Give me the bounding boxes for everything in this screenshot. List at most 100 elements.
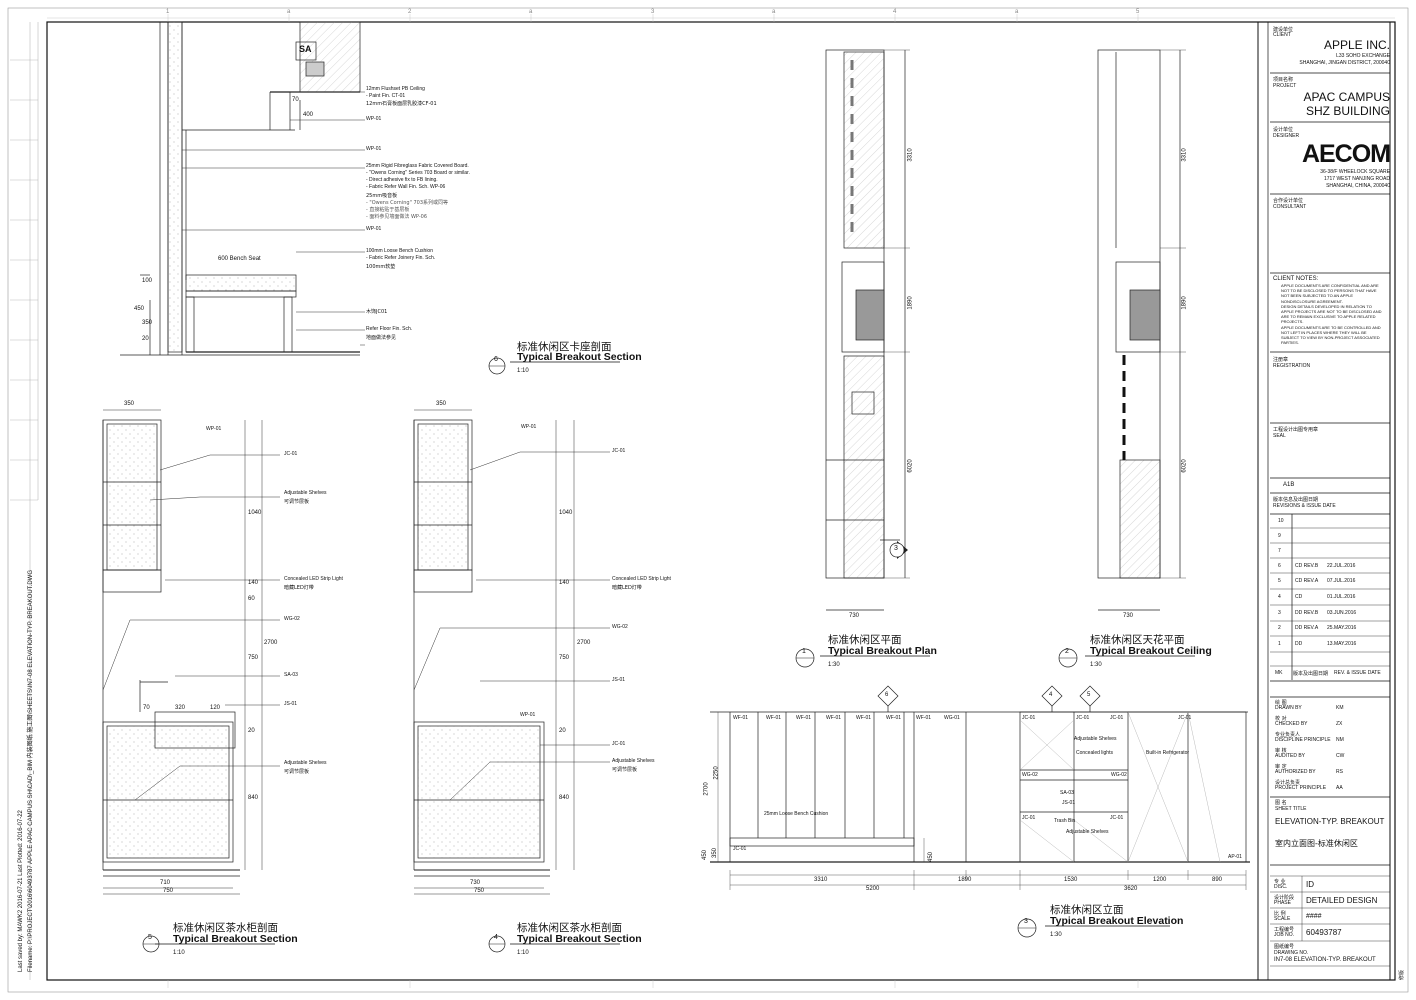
dim: 750: [163, 888, 174, 894]
dim: 6020: [1181, 459, 1188, 473]
client-label: CLIENT: [1273, 32, 1291, 38]
disc-label: DISC.: [1274, 884, 1288, 890]
dim: 710: [160, 880, 171, 886]
dim: 840: [559, 795, 570, 801]
label-fabric: - "Owens Corning" Series 703 Board or si…: [366, 170, 470, 176]
label-ceiling: 12mm Flushset PB Ceiling: [366, 86, 425, 92]
revision-no: 2: [1278, 625, 1281, 631]
dim: 450: [702, 849, 709, 861]
section-number: 1: [802, 648, 806, 655]
label-wp: WP-01: [366, 226, 382, 232]
label-jc: JC-01: [612, 448, 626, 454]
dim: 100: [142, 278, 153, 284]
person-initials: RS: [1336, 769, 1343, 775]
phase-value: DETAILED DESIGN: [1306, 896, 1378, 905]
dim: 140: [559, 580, 570, 586]
dim: 730: [849, 613, 860, 619]
elevation-tag: 3: [894, 545, 898, 552]
dim: 750: [474, 888, 485, 894]
consultant-label-cn: 合作设计单位: [1273, 198, 1304, 204]
section-title: Typical Breakout Section: [517, 351, 642, 363]
label-fabric: - Fabric Refer Wall Fin. Sch. WP-06: [366, 184, 446, 190]
label-fabric: - Direct adhesive fix to FB lining.: [366, 177, 438, 183]
revision-date: 07.JUL.2016: [1327, 578, 1356, 584]
person-role-cn: 设计总负责: [1275, 780, 1301, 786]
person-role: CHECKED BY: [1275, 721, 1308, 727]
designer-label-cn: 设计单位: [1273, 127, 1294, 133]
revision-no: 5: [1278, 578, 1281, 584]
section-title-cn: 标准休闲区卡座剖面: [517, 341, 612, 353]
wall-label: WF-01: [856, 715, 871, 721]
revision-date: 25.MAY.2016: [1327, 625, 1357, 631]
seal-label: SEAL: [1273, 433, 1286, 439]
label-led-cn: 暗藏LED灯带: [284, 585, 314, 591]
person-initials: NM: [1336, 737, 1344, 743]
label-wg: WG-02: [612, 624, 628, 630]
project-name: APAC CAMPUS: [1303, 90, 1390, 104]
label-jc: JC-01: [1178, 715, 1192, 721]
label-wp: WP-01: [206, 426, 222, 432]
dim: 1200: [1153, 877, 1167, 883]
label-fridge: Built-in Refrigerator: [1146, 750, 1190, 756]
disc-label-cn: 专 业: [1274, 879, 1286, 885]
label-wg: WG-02: [1111, 772, 1127, 778]
designer-label: DESIGNER: [1273, 133, 1300, 139]
dim: 1040: [248, 510, 262, 516]
section-title-cn: 标准休闲区茶水柜剖面: [517, 922, 622, 934]
label-shelves: Adjustable Shelves: [1074, 736, 1117, 742]
job-label-cn: 工程编号: [1274, 927, 1295, 933]
phase-label-cn: 设计阶段: [1274, 895, 1295, 901]
dim: 1040: [559, 510, 573, 516]
dim: 2250: [713, 766, 720, 780]
dim: 1530: [1064, 877, 1078, 883]
dim: 5200: [866, 886, 880, 892]
revision-date: 03.JUN.2016: [1327, 610, 1357, 616]
label-cushion: - Fabric Refer Joinery Fin. Sch.: [366, 255, 436, 261]
label-bench: 600 Bench Seat: [218, 256, 261, 262]
disc-value: ID: [1306, 880, 1314, 889]
grid-letter: a: [772, 9, 776, 15]
section-number: 3: [1024, 918, 1028, 925]
dim: 350: [142, 320, 153, 326]
project-name: SHZ BUILDING: [1305, 104, 1390, 118]
person-role-cn: 校 对: [1275, 716, 1287, 722]
label-wg: WG-02: [1022, 772, 1038, 778]
section-scale: 1:30: [828, 662, 840, 668]
label-shelves: Adjustable Shelves: [612, 758, 655, 764]
revision-desc: CD: [1295, 594, 1303, 600]
sheet-rev-mark: 修版: [1399, 969, 1405, 980]
section-title: Typical Breakout Section: [517, 933, 642, 945]
dim: 840: [248, 795, 259, 801]
person-role-cn: 审 核: [1275, 748, 1287, 754]
label-lights: Concealed lights: [1076, 750, 1113, 756]
section-title-cn: 标准休闲区茶水柜剖面: [173, 922, 278, 934]
label-fabric-cn: 25mm吸音板: [366, 193, 398, 199]
revision-no: 6: [1278, 563, 1281, 569]
wall-label: WF-01: [826, 715, 841, 721]
drawing-no-label: DRAWING NO.: [1274, 950, 1309, 956]
label-cushion: 25mm Loose Bench Cushion: [764, 811, 829, 817]
person-initials: KM: [1336, 705, 1344, 711]
registration-label-cn: 注册章: [1273, 357, 1289, 363]
label-shelves-cn: 可调节层板: [284, 499, 310, 505]
sheet-title-label: SHEET TITLE: [1275, 806, 1307, 812]
phase-label: PHASE: [1274, 900, 1291, 906]
label-jc: JC-01: [1110, 715, 1124, 721]
person-role: AUDITED BY: [1275, 753, 1306, 759]
dim: 730: [1123, 613, 1134, 619]
label-sa: SA-03: [1060, 790, 1074, 796]
section-scale: 1:30: [1090, 662, 1102, 668]
dim: 730: [470, 880, 481, 886]
client-address: SHANGHAI, JINGAN DISTRICT, 200040: [1299, 60, 1390, 66]
sheet-title: ELEVATION-TYP. BREAKOUT: [1275, 817, 1385, 826]
label-js: JS-01: [612, 677, 626, 683]
aecom-logo: AECOM: [1301, 140, 1391, 168]
sa-tag: SA: [299, 44, 312, 54]
dim: 450: [928, 851, 935, 863]
grid-number: 5: [1136, 9, 1140, 15]
label-jc: JC-01: [1076, 715, 1090, 721]
revision-no: 9: [1278, 533, 1281, 539]
label-jc: JC-01: [1022, 715, 1036, 721]
